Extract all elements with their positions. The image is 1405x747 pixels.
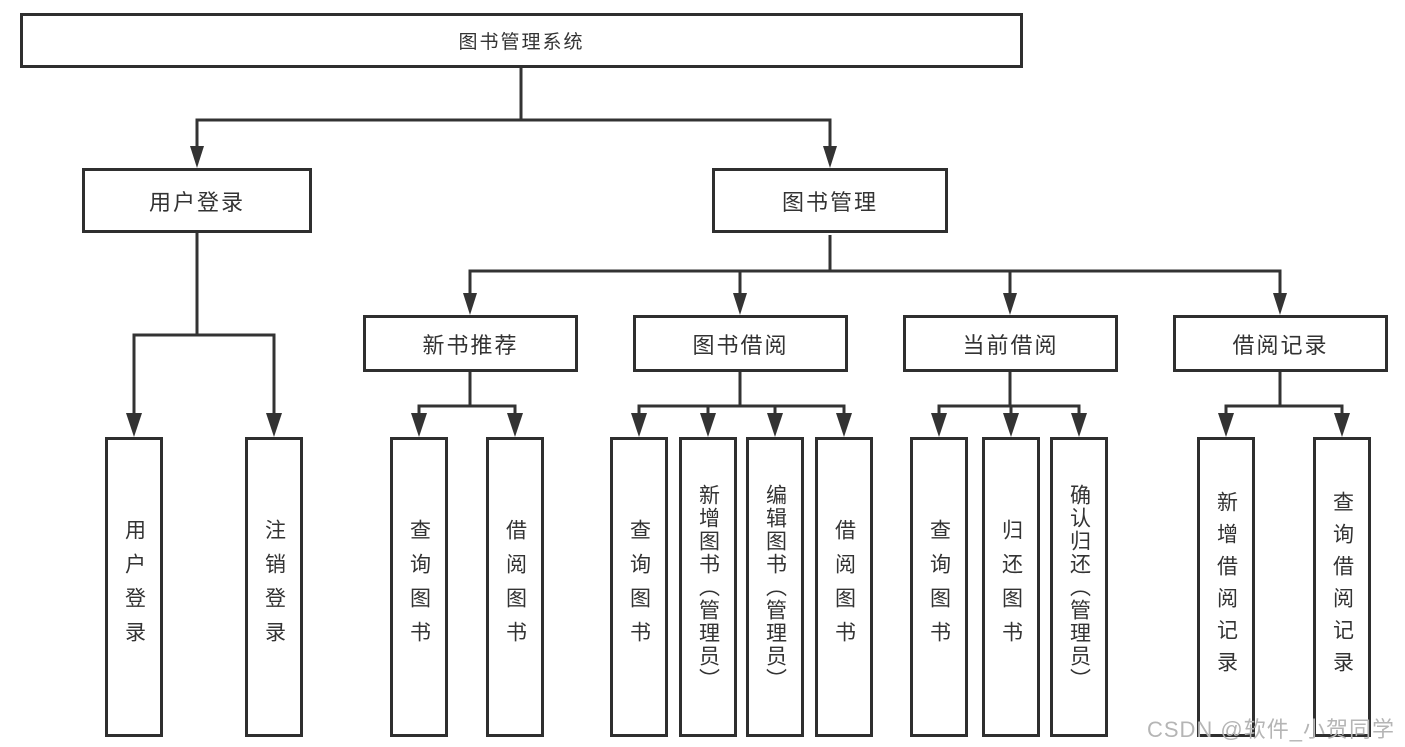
leaf-user-login: 用户登录 [105, 437, 163, 737]
node-borrowing-records: 借阅记录 [1173, 315, 1388, 372]
leaf-add-borrow-record: 新增借阅记录 [1197, 437, 1255, 737]
leaf-logout: 注销登录 [245, 437, 303, 737]
leaf-query-borrow-record: 查询借阅记录 [1313, 437, 1371, 737]
node-user-login: 用户登录 [82, 168, 312, 233]
leaf-confirm-return-admin: 确认归还（管理员） [1050, 437, 1108, 737]
leaf-return-books: 归还图书 [982, 437, 1040, 737]
node-book-borrowing: 图书借阅 [633, 315, 848, 372]
leaf-borrow-books-borrowing: 借阅图书 [815, 437, 873, 737]
leaf-add-book-admin: 新增图书（管理员） [679, 437, 737, 737]
node-new-book-recommendation: 新书推荐 [363, 315, 578, 372]
leaf-borrow-books-recommend: 借阅图书 [486, 437, 544, 737]
node-library-management-system: 图书管理系统 [20, 13, 1023, 68]
leaf-query-books-recommend: 查询图书 [390, 437, 448, 737]
node-book-management: 图书管理 [712, 168, 948, 233]
node-current-borrowing: 当前借阅 [903, 315, 1118, 372]
leaf-query-books-borrowing: 查询图书 [610, 437, 668, 737]
leaf-edit-book-admin: 编辑图书（管理员） [746, 437, 804, 737]
leaf-query-books-current: 查询图书 [910, 437, 968, 737]
watermark: CSDN @软件_小贺同学 [1146, 717, 1395, 742]
